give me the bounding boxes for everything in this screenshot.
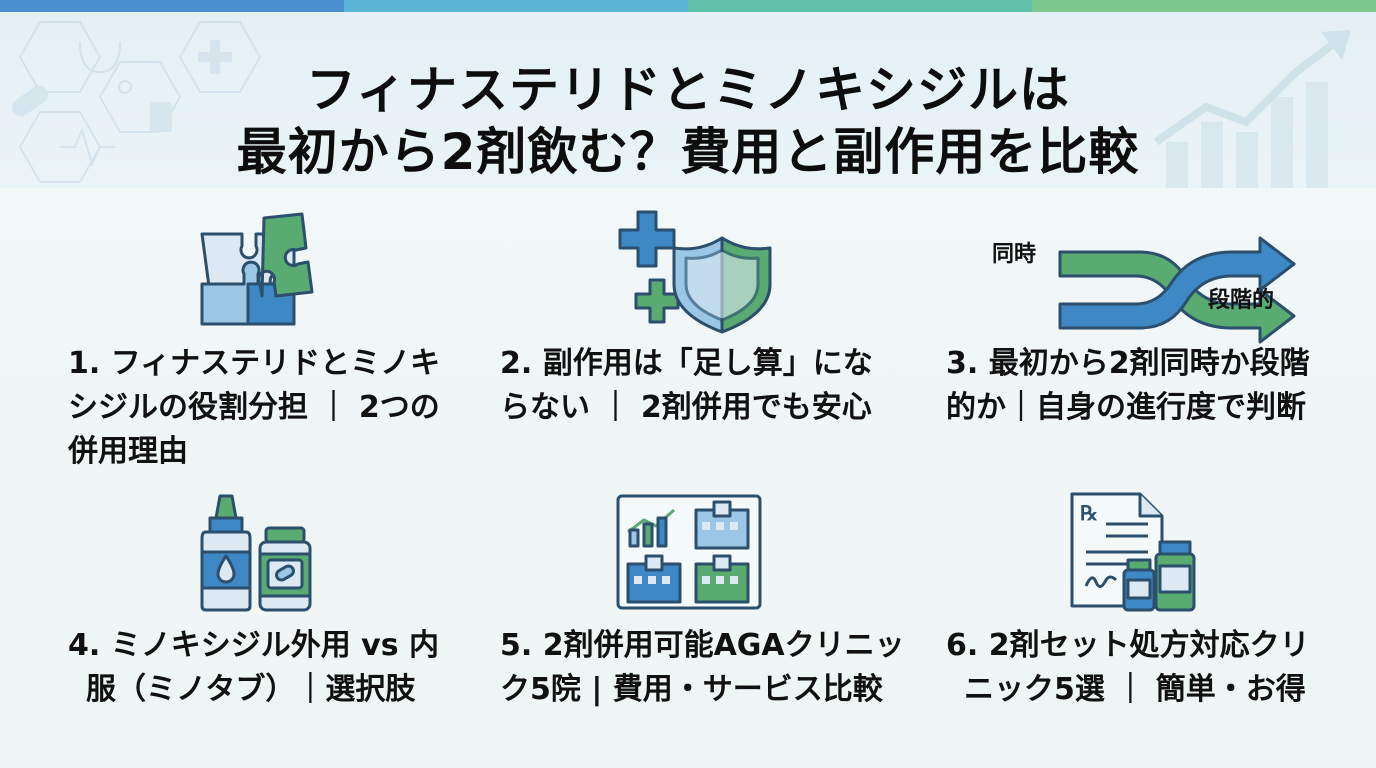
bar-segment-4 [1032,0,1376,12]
flow-label-simultaneous: 同時 [992,242,1037,267]
card-3-text: 3. 最初から2剤同時か段階 的か｜自身の進行度で判断 [946,342,1310,430]
card-6-line-2: ニック5選 ｜ 簡単・お得 [964,672,1306,707]
card-1-text: 1. フィナステリドとミノキ シジルの役割分担 ｜ 2つの 併用理由 [68,342,440,474]
card-6[interactable]: ℞ 6. 2剤セット処方対応クリ ニック5選 ｜ 簡単・お得 [920,490,1340,720]
bar-segment-3 [688,0,1032,12]
card-1-line-2: シジルの役割分担 ｜ 2つの [68,390,440,425]
card-4-text: 4. ミノキシジル外用 vs 内 服（ミノタブ）｜選択肢 [68,624,439,712]
card-5[interactable]: 5. 2剤併用可能AGAクリニッ ク5院 | 費用・サービス比較 [478,490,905,720]
medicine-bottles-icon [200,494,312,612]
card-6-text: 6. 2剤セット処方対応クリ ニック5選 ｜ 簡単・お得 [946,624,1310,712]
rx-symbol-icon: ℞ [1080,501,1098,525]
card-4-line-1: 4. ミノキシジル外用 vs 内 [68,628,440,663]
card-3-line-1: 3. 最初から2剤同時か段階 [946,346,1310,381]
crossing-arrows-icon [1058,236,1296,344]
title-header: フィナステリドとミノキシジルは 最初から2剤飲む？費用と副作用を比較 [0,12,1376,188]
card-2[interactable]: 2. 副作用は「足し算」にな らない ｜ 2剤併用でも安心 [478,208,898,438]
card-1-line-1: 1. フィナステリドとミノキ [68,346,441,381]
card-5-line-1: 5. 2剤併用可能AGAクリニッ [500,628,905,663]
card-3-line-2: 的か｜自身の進行度で判断 [946,390,1306,425]
bar-segment-1 [0,0,344,12]
prescription-icon: ℞ [1070,492,1196,612]
clinic-dashboard-icon [616,494,762,610]
card-3[interactable]: 同時 段階的 3. 最初から2剤同時か段階 的か｜自身の進行度で判断 [920,208,1340,438]
card-4[interactable]: 4. ミノキシジル外用 vs 内 服（ミノタブ）｜選択肢 [40,490,460,720]
card-4-line-2: 服（ミノタブ）｜選択肢 [86,672,416,707]
card-1[interactable]: 1. フィナステリドとミノキ シジルの役割分担 ｜ 2つの 併用理由 [40,208,460,478]
card-2-line-2: らない ｜ 2剤併用でも安心 [500,390,872,425]
flow-label-stepwise: 段階的 [1208,288,1275,313]
puzzle-icon [200,212,314,326]
card-2-line-1: 2. 副作用は「足し算」にな [500,346,873,381]
card-5-text: 5. 2剤併用可能AGAクリニッ ク5院 | 費用・サービス比較 [500,624,905,712]
card-5-line-2: ク5院 | 費用・サービス比較 [500,672,883,707]
card-2-text: 2. 副作用は「足し算」にな らない ｜ 2剤併用でも安心 [500,342,873,430]
card-1-line-3: 併用理由 [68,434,188,469]
page-title-line-1: フィナステリドとミノキシジルは [306,61,1070,119]
growth-chart-icon [1153,30,1351,188]
top-color-bar [0,0,1376,12]
medical-shield-icon [618,210,772,334]
medical-pattern-icon [11,21,262,183]
page-title-line-2: 最初から2剤飲む？費用と副作用を比較 [236,123,1140,181]
card-6-line-1: 6. 2剤セット処方対応クリ [946,628,1310,663]
bar-segment-2 [344,0,688,12]
